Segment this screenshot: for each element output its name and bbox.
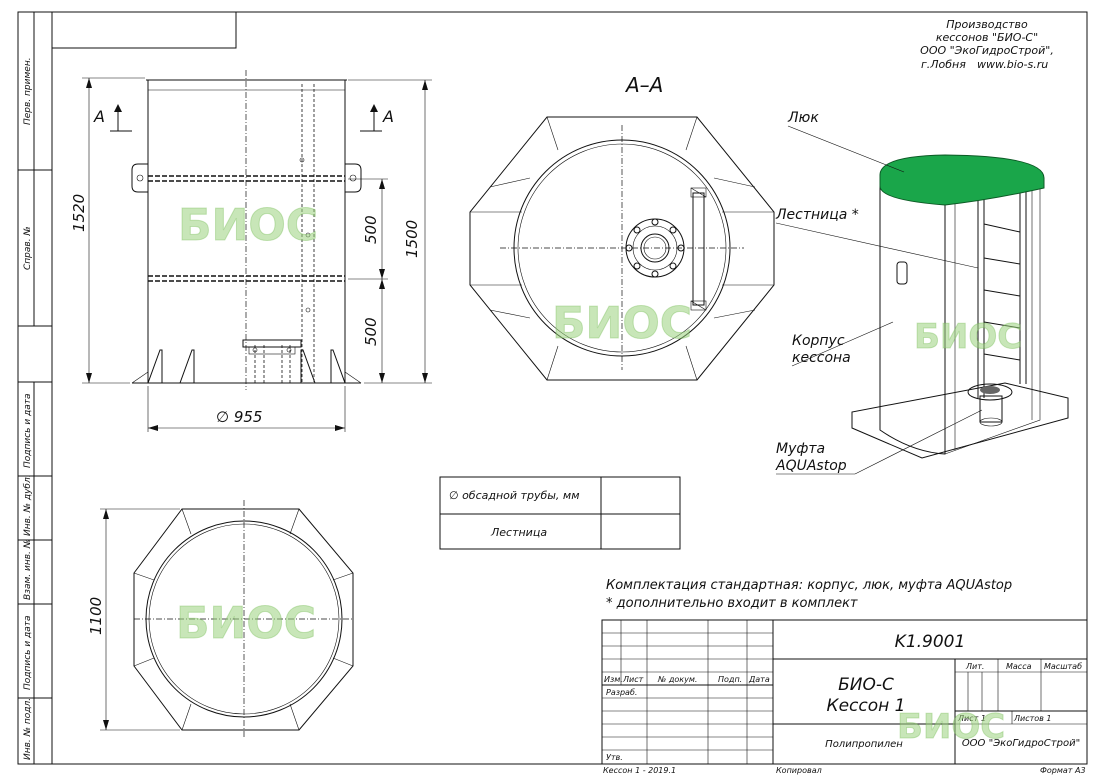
producer-line3: ООО "ЭкоГидроСтрой", — [920, 44, 1054, 57]
hatch-lid — [879, 154, 1045, 206]
title-block: Изм. Лист № докум. Подп. Дата Разраб. Ут… — [601, 619, 1088, 765]
producer-line1: Производство — [946, 18, 1028, 31]
tb-col-izm: Изм. — [604, 675, 623, 684]
tb-designation: K1.9001 — [895, 632, 966, 652]
tb-razrab: Разраб. — [606, 688, 637, 697]
producer-site: www.bio-s.ru — [977, 58, 1048, 71]
side-ref-no: Справ. № — [23, 226, 33, 270]
watermark-front: БИОС — [178, 200, 318, 251]
tb-col-doc: № докум. — [657, 675, 697, 684]
watermark-title: БИОС — [897, 707, 1005, 747]
right-lug — [345, 163, 362, 193]
watermark-plan: БИОС — [176, 598, 316, 649]
tb-name-1: БИО-С — [838, 675, 894, 695]
ladder-section — [692, 192, 705, 306]
left-lug — [131, 163, 148, 193]
side-sign-date-2: Подпись и дата — [23, 615, 33, 690]
dim-diameter: ∅ 955 — [216, 408, 262, 426]
flange-bolts — [625, 218, 685, 278]
footer-copied: Копировал — [776, 766, 822, 775]
footer-format: Формат А3 — [1040, 766, 1086, 775]
dim-plan-width: 1100 — [87, 597, 105, 635]
tb-col-sign: Подп. — [718, 675, 742, 684]
spec-row2-label: Лестница — [490, 526, 547, 539]
callout-body-2: кессона — [792, 350, 851, 366]
tb-scale: Масштаб — [1044, 662, 1082, 671]
coupling-3d — [967, 383, 1013, 427]
side-stamp: Перв. примен. Справ. № Подпись и дата Ин… — [18, 12, 52, 764]
watermark-section: БИОС — [552, 298, 692, 349]
note-line1: Комплектация стандартная: корпус, люк, м… — [606, 578, 1012, 593]
side-dup-no: Инв. № дубл. — [23, 474, 33, 536]
producer-block: Производство кессонов "БИО-С" ООО "ЭкоГи… — [920, 18, 1054, 71]
callout-coupling-2: AQUAstop — [775, 458, 847, 474]
tb-col-date: Дата — [748, 675, 770, 684]
watermark-iso: БИОС — [914, 317, 1022, 357]
section-view: A–A БИОС — [469, 73, 775, 381]
tb-name-2: Кессон 1 — [827, 696, 906, 716]
front-view: A A 1520 1500 500 500 ∅ 955 БИОС — [70, 70, 432, 432]
dim-upper: 500 — [362, 215, 380, 244]
section-title: A–A — [624, 73, 663, 97]
dim-lower: 500 — [362, 317, 380, 346]
tb-lit: Лит. — [965, 662, 984, 671]
top-left-box — [52, 12, 237, 49]
callout-coupling-1: Муфта — [776, 441, 825, 457]
dim-height-total: 1520 — [70, 194, 88, 232]
spec-table: ∅ обсадной трубы, мм Лестница — [439, 476, 681, 550]
section-mark-left: A — [93, 107, 105, 126]
tb-mass: Масса — [1006, 662, 1032, 671]
producer-city: г.Лобня — [921, 58, 966, 71]
tb-material: Полипропилен — [825, 739, 903, 750]
spec-row1-label: ∅ обсадной трубы, мм — [449, 489, 580, 502]
callout-hatch: Люк — [787, 110, 819, 126]
side-orig-no: Инв. № подл. — [23, 698, 33, 760]
section-mark-right: A — [382, 107, 394, 126]
callout-body-1: Корпус — [792, 333, 845, 349]
tb-company: ООО "ЭкоГидроСтрой" — [962, 738, 1080, 749]
footer-left: Кессон 1 - 2019.1 — [603, 766, 676, 775]
side-sign-date-1: Подпись и дата — [23, 393, 33, 468]
callout-ladder: Лестница * — [775, 207, 859, 223]
side-first-use: Перв. примен. — [23, 57, 33, 125]
side-replace-no: Взам. инв. № — [23, 539, 33, 600]
producer-line2: кессонов "БИО-С" — [936, 31, 1038, 44]
iso-view: БИОС Люк Лестница * Корпус кессона Муфта… — [775, 110, 1069, 475]
plan-view: 1100 БИОС — [87, 500, 354, 738]
tb-col-list: Лист — [622, 675, 644, 684]
dim-height-body: 1500 — [403, 220, 421, 258]
note-line2: * дополнительно входит в комплект — [606, 596, 858, 611]
tb-sheets: Листов 1 — [1013, 714, 1052, 723]
tb-sheet: Лист 1 — [957, 714, 986, 723]
tb-utv: Утв. — [606, 753, 623, 762]
ladder-3d — [977, 180, 1027, 398]
drawing-frame — [51, 11, 1088, 765]
